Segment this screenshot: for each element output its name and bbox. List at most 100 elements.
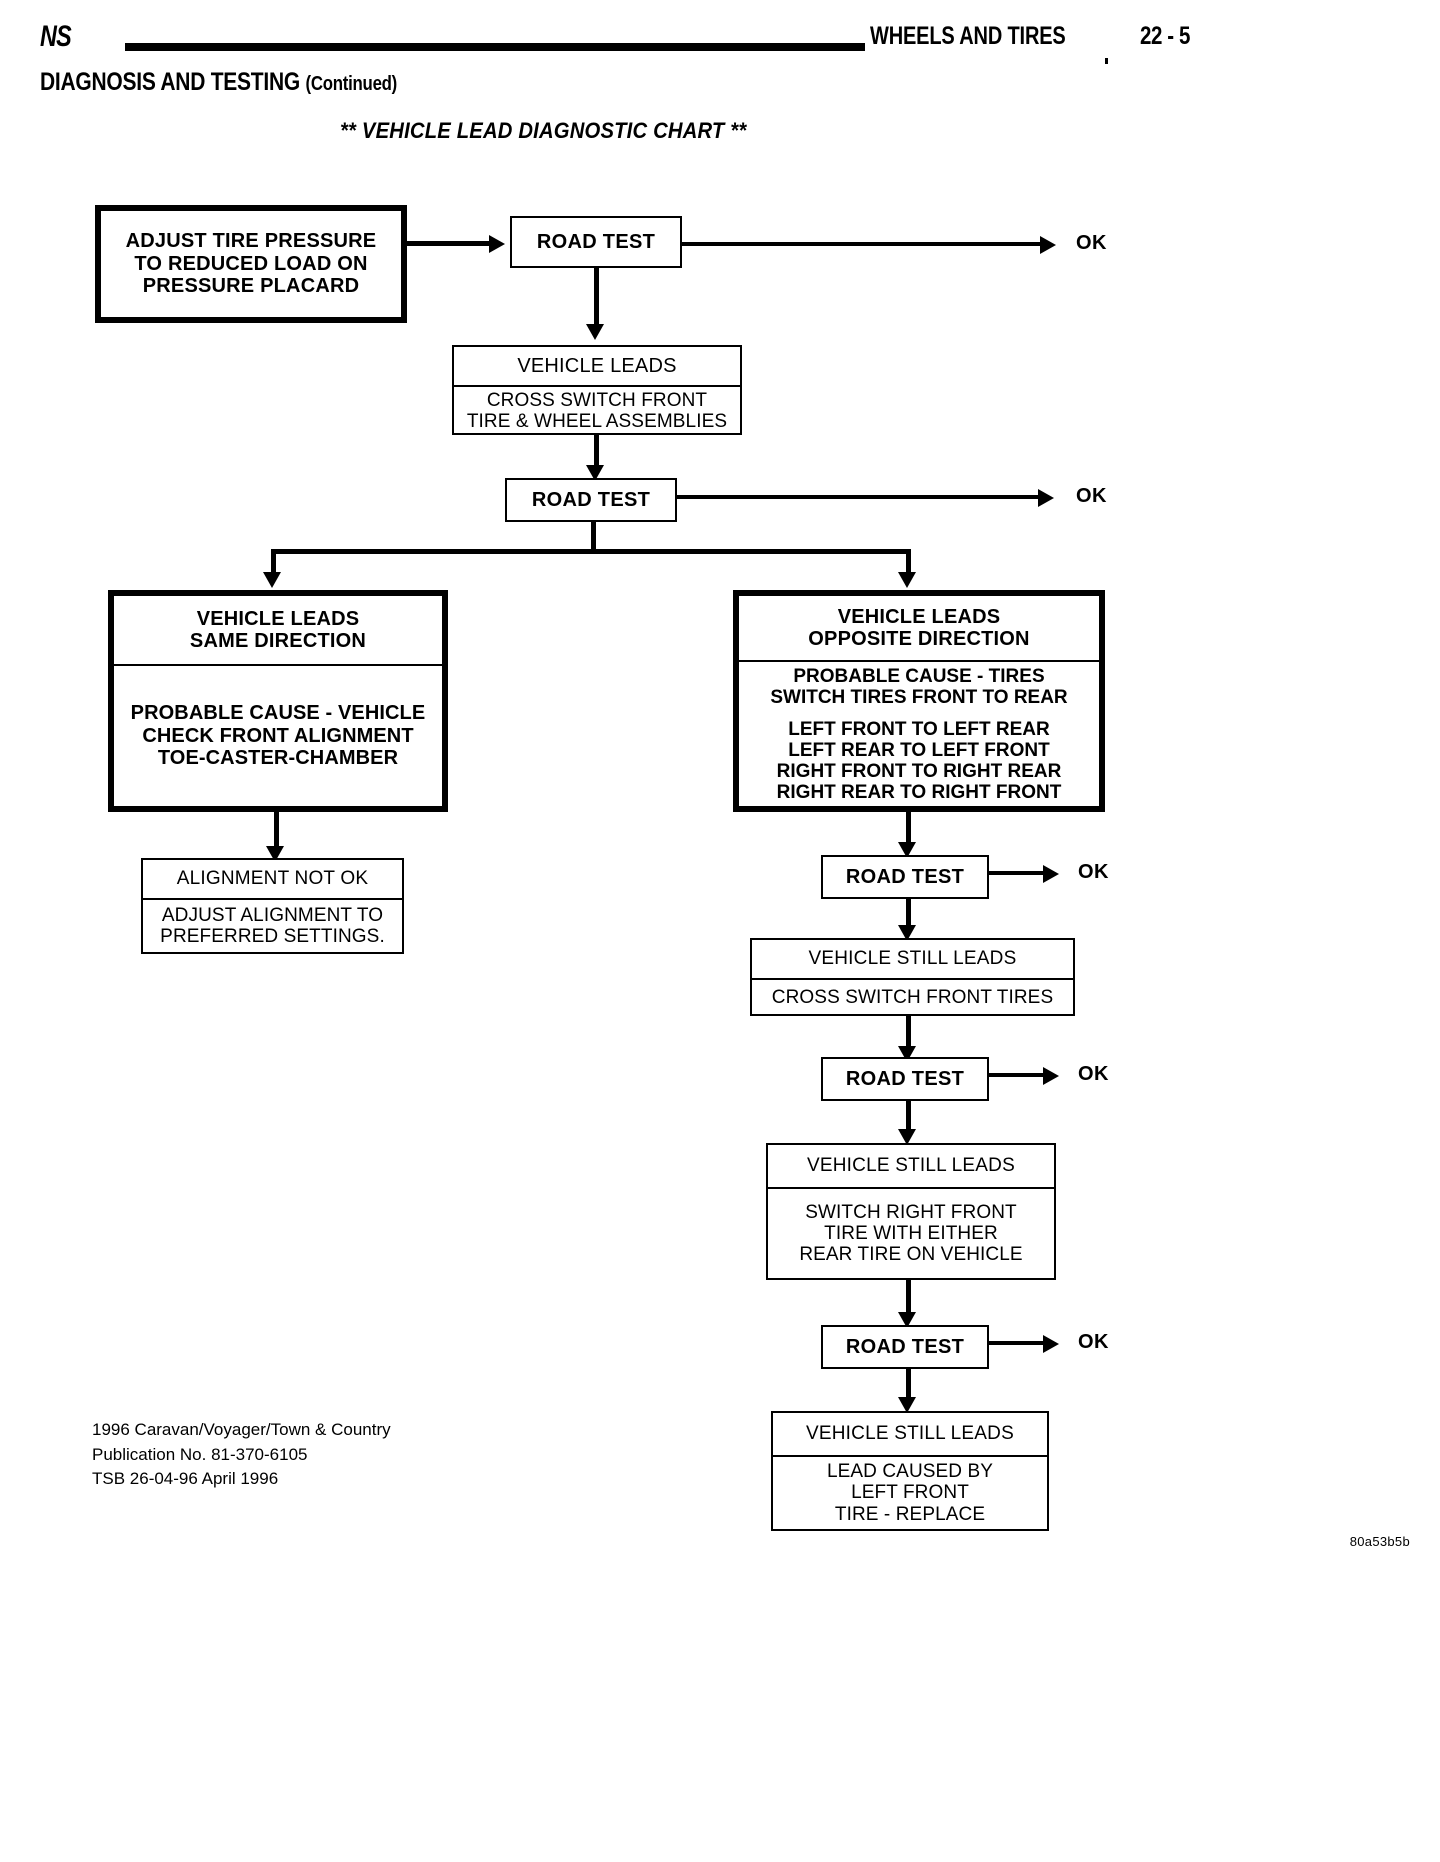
footer-publication-info: 1996 Caravan/Voyager/Town & Country Publ… (92, 1420, 391, 1489)
label-ok-4: OK (1078, 1063, 1109, 1085)
connector-roadtest5-to-ok (989, 1341, 1045, 1345)
node-still-leads-3-body: LEAD CAUSED BY LEFT FRONT TIRE - REPLACE (773, 1455, 1047, 1529)
node-vehicle-leads-same-direction: VEHICLE LEADS SAME DIRECTION PROBABLE CA… (108, 590, 448, 812)
text-line: TIRE - REPLACE (834, 1503, 986, 1525)
label-ok-1: OK (1076, 232, 1107, 254)
node-road-test-1: ROAD TEST (510, 216, 682, 268)
node-leads-same-body: PROBABLE CAUSE - VEHICLE CHECK FRONT ALI… (114, 664, 442, 806)
page-number: 22 - 5 (1140, 22, 1190, 50)
node-still-leads-2-head: VEHICLE STILL LEADS (807, 1155, 1015, 1176)
node-leads-same-head: VEHICLE LEADS SAME DIRECTION (114, 596, 442, 664)
node-adjust-tire-pressure-text: ADJUST TIRE PRESSURE TO REDUCED LOAD ON … (101, 211, 401, 317)
node-road-test-4-text: ROAD TEST (845, 1067, 965, 1090)
node-road-test-5-text: ROAD TEST (845, 1335, 965, 1358)
text-line: LEAD CAUSED BY (826, 1461, 994, 1483)
connector-split-right (906, 549, 911, 581)
text-line: RIGHT FRONT TO RIGHT REAR (776, 761, 1062, 783)
arrowhead-right (1040, 236, 1056, 254)
arrowhead-down (898, 1397, 916, 1413)
text-line: SWITCH RIGHT FRONT (805, 1201, 1017, 1223)
arrowhead-down (898, 1312, 916, 1328)
text-line: RIGHT REAR TO RIGHT FRONT (776, 782, 1062, 804)
text-line: SWITCH TIRES FRONT TO REAR (770, 687, 1068, 709)
arrowhead-right (1043, 1067, 1059, 1085)
text-line: PROBABLE CAUSE - VEHICLE (130, 702, 426, 725)
label-ok-3: OK (1078, 861, 1109, 883)
connector-roadtest1-to-ok (682, 242, 1042, 246)
connector-roadtest2-down (591, 522, 596, 552)
arrowhead-down (898, 1129, 916, 1145)
text-line: CHECK FRONT ALIGNMENT (142, 724, 414, 747)
text-line: ADJUST ALIGNMENT TO (161, 904, 384, 926)
label-ok-2: OK (1076, 485, 1107, 507)
connector-roadtest4-to-ok (989, 1073, 1045, 1077)
arrowhead-right (1038, 489, 1054, 507)
stray-mark (1105, 58, 1108, 64)
node-still-leads-2-body: SWITCH RIGHT FRONT TIRE WITH EITHER REAR… (768, 1187, 1054, 1278)
arrowhead-down (586, 465, 604, 481)
node-adjust-tire-pressure: ADJUST TIRE PRESSURE TO REDUCED LOAD ON … (95, 205, 407, 323)
text-line: TOE-CASTER-CHAMBER (157, 747, 399, 770)
text-line: LEFT REAR TO LEFT FRONT (788, 739, 1050, 761)
text-line: VEHICLE LEADS (196, 607, 360, 630)
text-line: REAR TIRE ON VEHICLE (799, 1244, 1023, 1266)
text-line: ADJUST TIRE PRESSURE (125, 230, 377, 253)
arrowhead-down (898, 842, 916, 858)
node-still-leads-2: VEHICLE STILL LEADS SWITCH RIGHT FRONT T… (766, 1143, 1056, 1280)
connector-roadtest5-down (906, 1369, 911, 1405)
node-still-leads-3-head: VEHICLE STILL LEADS (806, 1423, 1014, 1444)
text-line: PROBABLE CAUSE - TIRES (793, 666, 1045, 687)
arrowhead-down (898, 925, 916, 941)
text-line: CROSS SWITCH FRONT (486, 389, 708, 411)
node-vehicle-leads-opposite-direction: VEHICLE LEADS OPPOSITE DIRECTION PROBABL… (733, 590, 1105, 812)
arrowhead-right (489, 235, 505, 253)
node-still-leads-1-body: CROSS SWITCH FRONT TIRES (752, 978, 1073, 1016)
node-still-leads-1: VEHICLE STILL LEADS CROSS SWITCH FRONT T… (750, 938, 1075, 1016)
node-road-test-1-text: ROAD TEST (536, 230, 656, 253)
page-header: NS WHEELS AND TIRES 22 - 5 (40, 14, 1400, 58)
node-alignment-body: ADJUST ALIGNMENT TO PREFERRED SETTINGS. (143, 898, 402, 952)
text-line: LEFT FRONT (851, 1482, 969, 1504)
header-rule (125, 43, 865, 51)
connector-roadtest3-to-ok (989, 871, 1045, 875)
connector-stillleads2-down (906, 1280, 911, 1320)
node-road-test-2-text: ROAD TEST (531, 488, 651, 511)
label-ok-5: OK (1078, 1331, 1109, 1353)
text-line: SAME DIRECTION (189, 630, 367, 652)
section-title: WHEELS AND TIRES (870, 22, 1066, 50)
connector-leadsopp-down (906, 812, 911, 850)
node-vehicle-leads-cross-switch: VEHICLE LEADS CROSS SWITCH FRONT TIRE & … (452, 345, 742, 435)
node-still-leads-1-head: VEHICLE STILL LEADS (808, 948, 1017, 969)
node-road-test-2: ROAD TEST (505, 478, 677, 522)
text-line: VEHICLE LEADS (837, 605, 1001, 628)
node-vehicle-leads-body: CROSS SWITCH FRONT TIRE & WHEEL ASSEMBLI… (454, 385, 740, 435)
connector-split-bus (271, 549, 911, 554)
node-leads-opposite-body: PROBABLE CAUSE - TIRES SWITCH TIRES FRON… (739, 660, 1099, 806)
text-line: OPPOSITE DIRECTION (808, 628, 1030, 650)
text-line: LEFT FRONT TO LEFT REAR (788, 718, 1050, 740)
connector-leadssame-down (274, 812, 279, 854)
connector-adjust-to-roadtest1 (407, 241, 492, 246)
arrowhead-down (898, 572, 916, 588)
text-line: TIRE & WHEEL ASSEMBLIES (466, 411, 728, 432)
book-code: NS (40, 20, 72, 53)
connector-roadtest3-down (906, 899, 911, 933)
arrowhead-right (1043, 865, 1059, 883)
text-line: PREFERRED SETTINGS. (160, 926, 385, 947)
connector-vehicleleads-down (594, 435, 599, 473)
node-road-test-3: ROAD TEST (821, 855, 989, 899)
node-road-test-5: ROAD TEST (821, 1325, 989, 1369)
connector-stillleads1-down (906, 1016, 911, 1054)
text-line: TIRE WITH EITHER (824, 1222, 998, 1244)
subhead-text: DIAGNOSIS AND TESTING (40, 68, 300, 96)
connector-split-left (271, 549, 276, 581)
figure-code: 80a53b5b (1349, 1534, 1410, 1549)
node-leads-opposite-head: VEHICLE LEADS OPPOSITE DIRECTION (739, 596, 1099, 660)
node-alignment-head: ALIGNMENT NOT OK (176, 868, 369, 889)
connector-roadtest1-down (594, 268, 599, 330)
chart-title: ** VEHICLE LEAD DIAGNOSTIC CHART ** (340, 118, 747, 143)
subhead-continued: (Continued) (305, 73, 398, 95)
node-vehicle-leads-head: VEHICLE LEADS (517, 354, 677, 377)
connector-roadtest2-to-ok (677, 495, 1040, 499)
